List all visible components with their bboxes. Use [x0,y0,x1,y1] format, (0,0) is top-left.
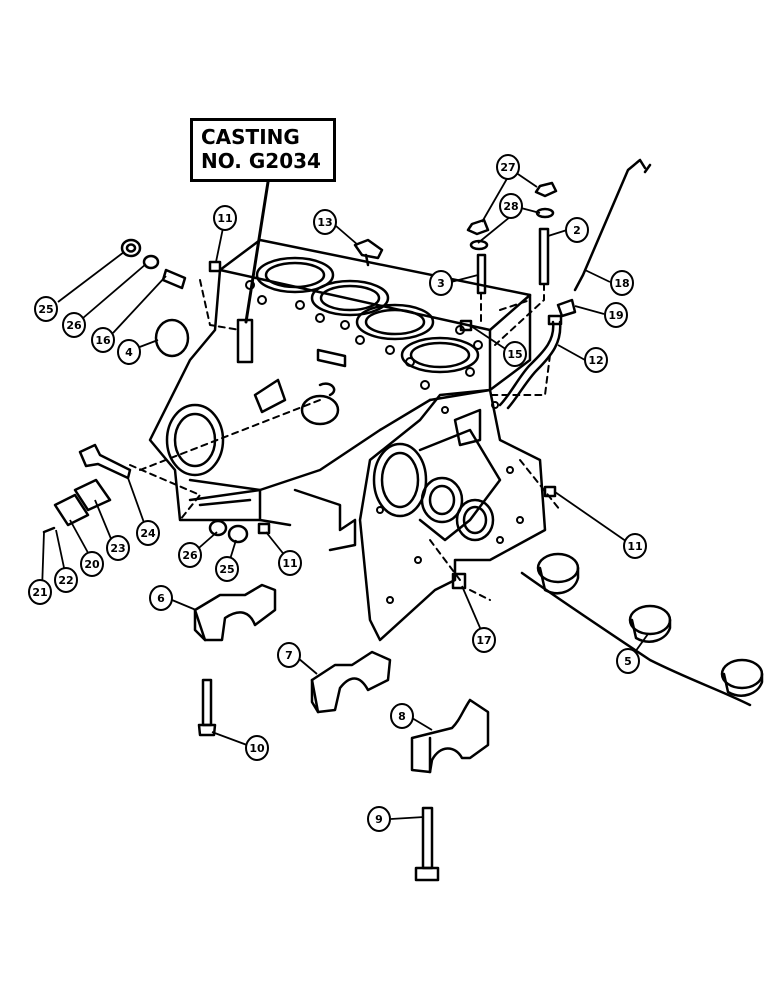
callout-22: 22 [54,567,78,593]
callout-24: 24 [136,520,160,546]
svg-text:5: 5 [624,655,632,668]
svg-text:27: 27 [500,161,515,174]
callout-12: 12 [584,347,608,373]
svg-text:22: 22 [58,574,73,587]
engine-block [148,238,547,642]
callout-13: 13 [313,209,337,235]
callout-20: 20 [80,551,104,577]
callout-11-c: 11 [623,533,647,559]
callouts: 11 13 27 28 2 3 18 19 15 12 25 26 16 4 2… [28,154,647,832]
casting-label-line1: CASTING [201,125,300,149]
svg-text:26: 26 [182,549,198,562]
svg-text:2: 2 [573,224,581,237]
svg-text:11: 11 [627,540,642,553]
svg-text:3: 3 [437,277,445,290]
svg-text:25: 25 [38,303,53,316]
callout-16: 16 [91,327,115,353]
svg-text:9: 9 [375,813,383,826]
svg-text:18: 18 [614,277,629,290]
svg-text:6: 6 [157,592,165,605]
callout-15: 15 [503,341,527,367]
svg-text:20: 20 [84,558,100,571]
svg-text:4: 4 [125,346,133,359]
callout-17: 17 [472,627,496,653]
callout-6: 6 [149,585,173,611]
callout-4: 4 [117,339,141,365]
callout-23: 23 [106,535,130,561]
callout-25-a: 25 [34,296,58,322]
callout-7: 7 [277,642,301,668]
casting-label-line2: NO. G2034 [201,149,321,173]
callout-10: 10 [245,735,269,761]
svg-text:16: 16 [95,334,111,347]
svg-text:11: 11 [282,557,297,570]
svg-text:7: 7 [285,649,293,662]
callout-8: 8 [390,703,414,729]
svg-text:28: 28 [503,200,518,213]
callout-28: 28 [499,193,523,219]
svg-text:8: 8 [398,710,406,723]
callout-3: 3 [429,270,453,296]
callout-19: 19 [604,302,628,328]
callout-11-a: 11 [213,205,237,231]
callout-18: 18 [610,270,634,296]
svg-text:12: 12 [588,354,603,367]
callout-9: 9 [367,806,391,832]
svg-text:19: 19 [608,309,623,322]
callout-11-b: 11 [278,550,302,576]
callout-25-b: 25 [215,556,239,582]
svg-text:15: 15 [507,348,522,361]
svg-text:21: 21 [32,586,47,599]
callout-26-b: 26 [178,542,202,568]
main-bearing-cap-center [310,650,392,714]
main-bearing-cap-rear [410,698,490,774]
callout-27: 27 [496,154,520,180]
casting-number-label: CASTING NO. G2034 [190,118,336,182]
callout-2: 2 [565,217,589,243]
callout-26-a: 26 [62,312,86,338]
svg-text:26: 26 [66,319,82,332]
main-bearing-cap-front [193,583,277,642]
svg-text:13: 13 [317,216,332,229]
svg-text:10: 10 [249,742,265,755]
svg-text:11: 11 [217,212,232,225]
svg-text:17: 17 [476,634,491,647]
callout-5: 5 [616,648,640,674]
svg-text:25: 25 [219,563,234,576]
callout-21: 21 [28,579,52,605]
svg-text:23: 23 [110,542,125,555]
svg-text:24: 24 [140,527,156,540]
